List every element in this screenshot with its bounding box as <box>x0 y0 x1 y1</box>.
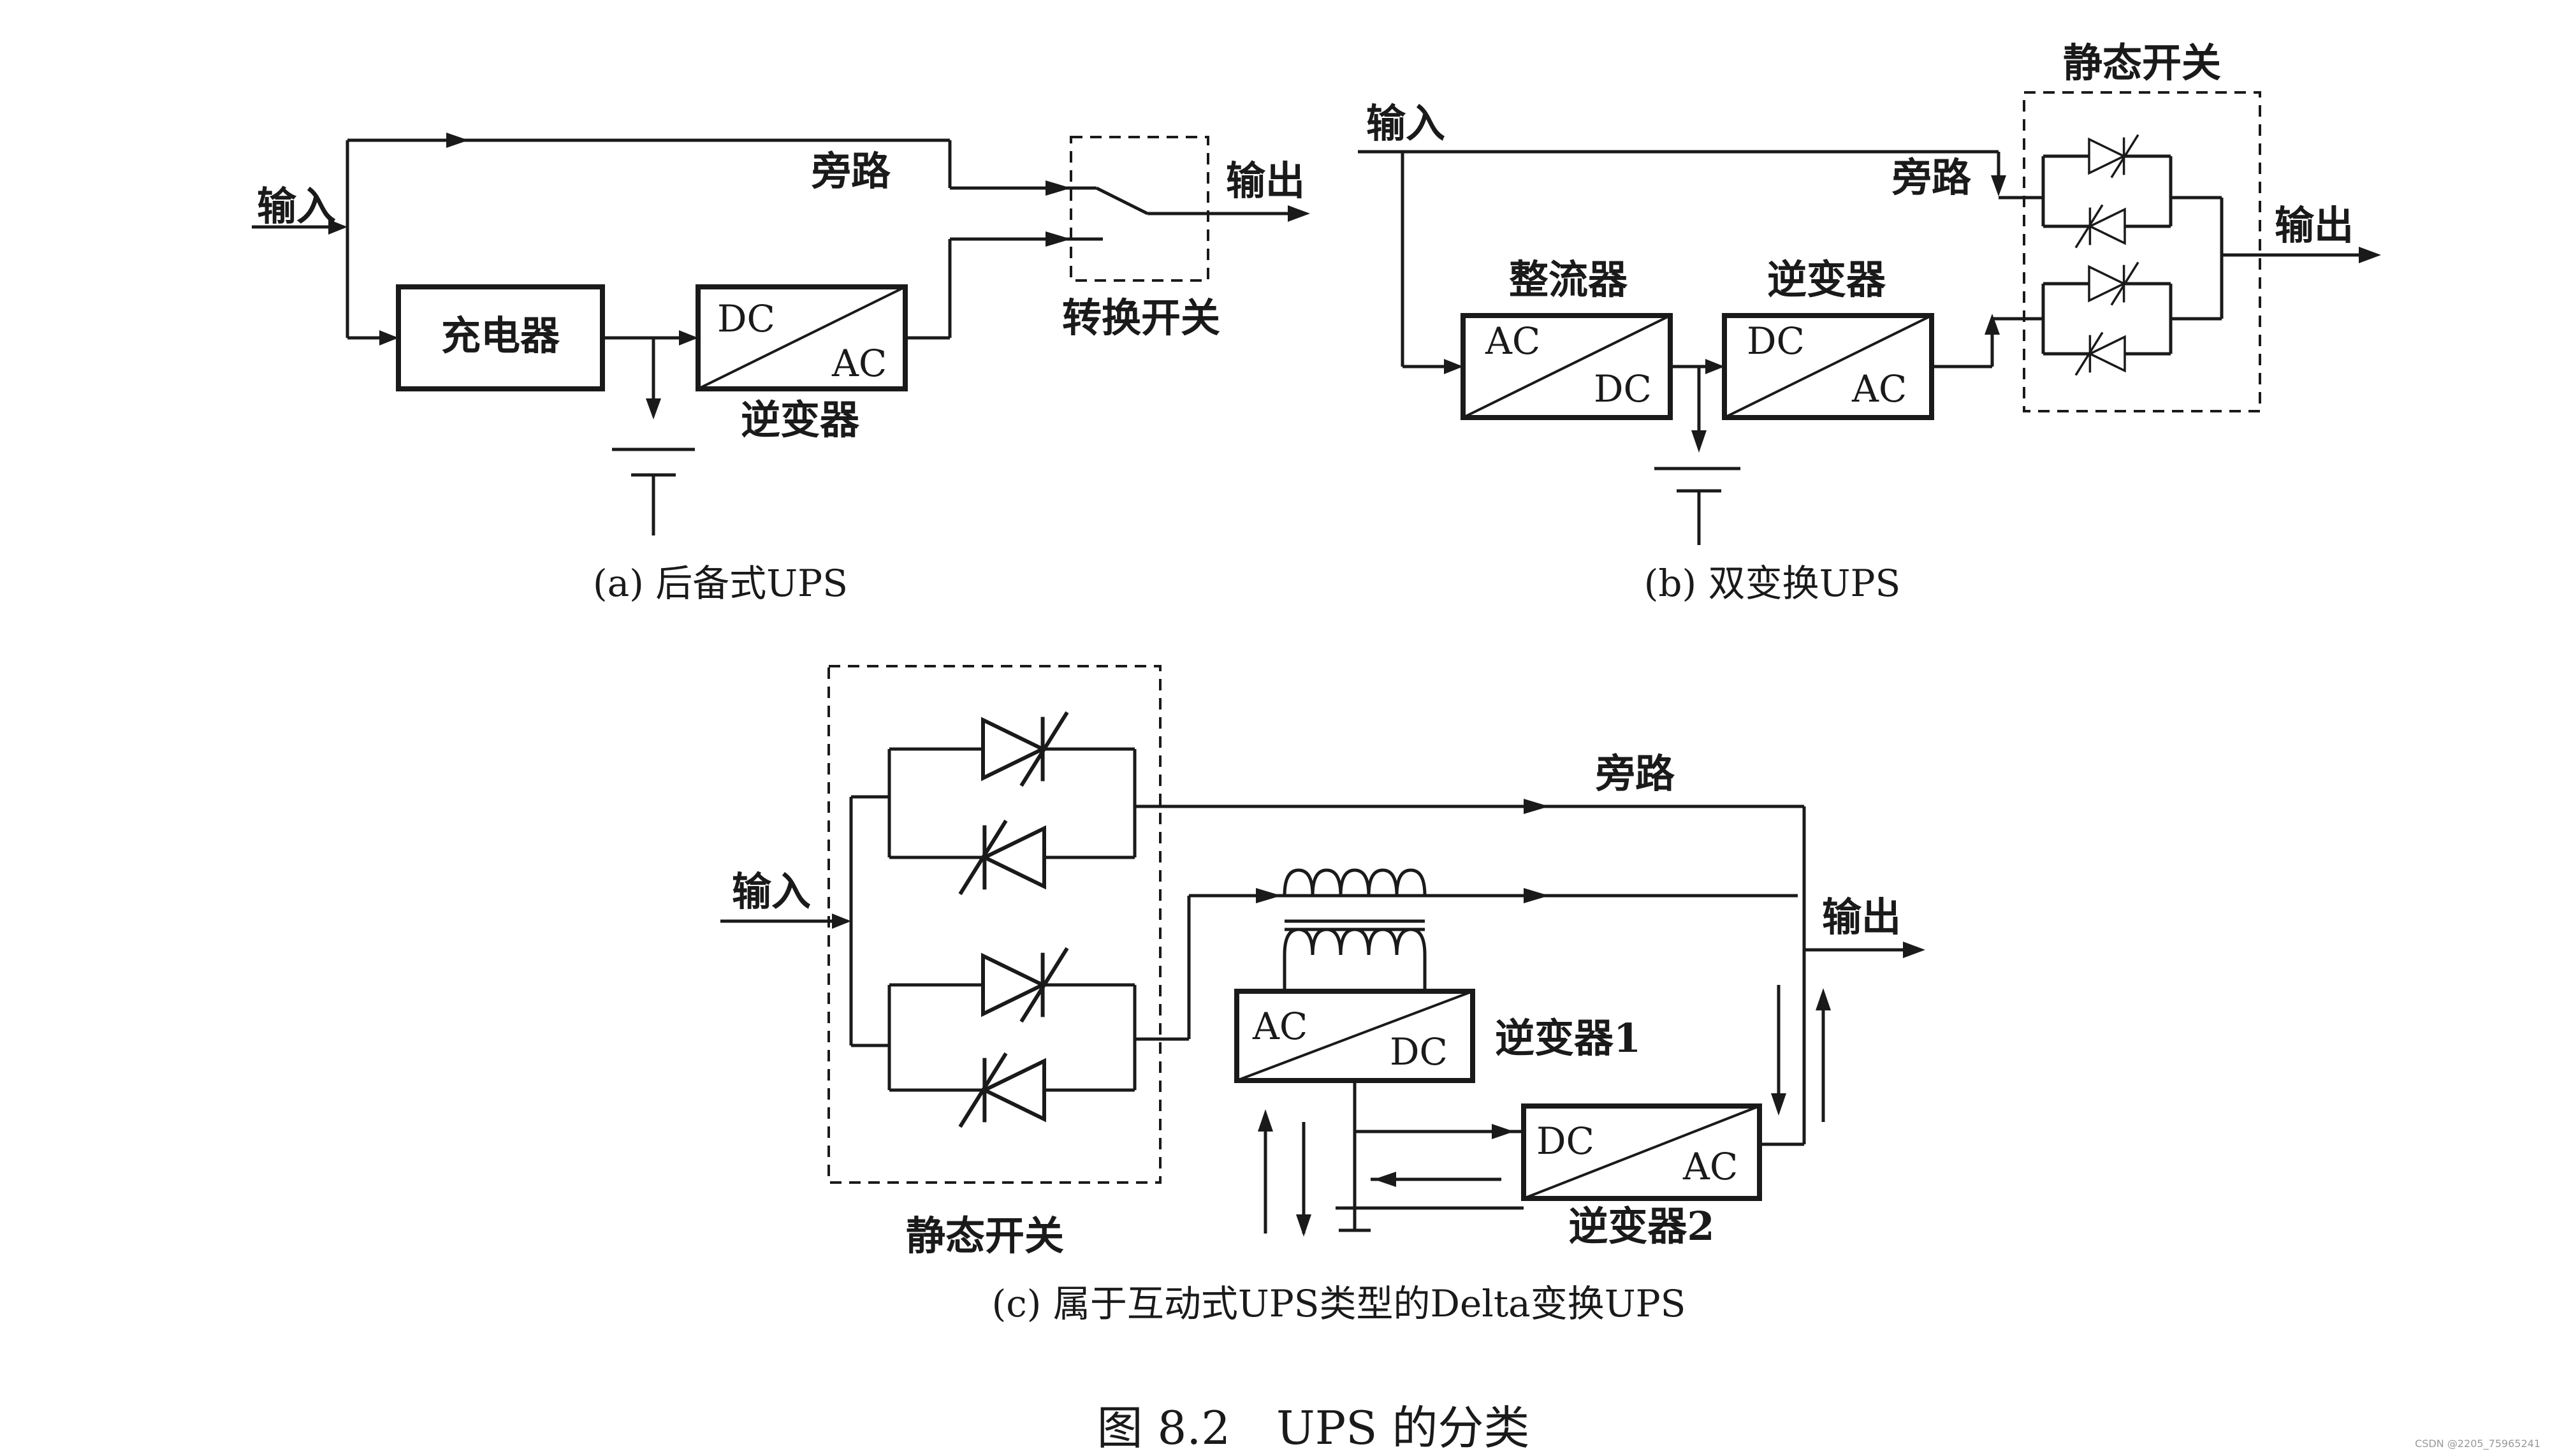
inverter2-label: 逆变器2 <box>1568 1203 1714 1249</box>
output-a-label: 输出 <box>1226 157 1305 204</box>
inverter-b-dc-label: DC <box>1747 319 1805 363</box>
diagram-b: AC DC 整流器 DC AC 逆变器 <box>1358 40 2381 605</box>
inverter-a-dc-label: DC <box>717 297 775 340</box>
charger-box <box>396 284 605 391</box>
input-b-label: 输入 <box>1366 100 1445 147</box>
caption-a: (a) 后备式UPS <box>593 562 848 605</box>
watermark: CSDN @2205_75965241 <box>2415 1438 2540 1450</box>
charger-label: 充电器 <box>441 312 560 359</box>
diagram-a: 充电器 DC AC 逆变器 旁路 输出 转换开关 输入 (a) 后备式UPS <box>252 133 1310 605</box>
input-c-label: 输入 <box>732 868 811 915</box>
static-switch-b-box <box>2023 91 2261 412</box>
static-switch-b-label: 静态开关 <box>2063 40 2221 86</box>
inverter1-dc-label: DC <box>1390 1030 1448 1074</box>
rectifier-dc-label: DC <box>1594 367 1652 411</box>
inverter-a-label: 逆变器 <box>741 397 860 443</box>
output-c-label: 输出 <box>1822 894 1901 940</box>
transformer-primary <box>1283 868 1427 896</box>
inverter1-label: 逆变器1 <box>1495 1015 1641 1061</box>
inverter1-ac-label: AC <box>1252 1005 1308 1048</box>
static-switch-c-box <box>827 665 1162 1184</box>
inverter-b-ac-label: AC <box>1851 367 1907 411</box>
transfer-switch-box <box>1070 136 1209 282</box>
bypass-c-label: 旁路 <box>1595 750 1675 797</box>
rectifier-ac-label: AC <box>1485 319 1540 363</box>
bypass-a-label: 旁路 <box>811 148 891 194</box>
diagram-c: AC DC 逆变器1 DC AC 逆变器2 输入 <box>720 665 1925 1325</box>
inverter-b-label: 逆变器 <box>1767 256 1886 303</box>
transfer-switch-label: 转换开关 <box>1062 295 1220 341</box>
input-a-label: 输入 <box>257 183 336 229</box>
transformer-secondary <box>1283 928 1427 956</box>
bypass-b-label: 旁路 <box>1891 154 1972 201</box>
caption-c: (c) 属于互动式UPS类型的Delta变换UPS <box>992 1282 1686 1325</box>
output-b-label: 输出 <box>2275 202 2354 249</box>
inverter2-ac-label: AC <box>1682 1145 1738 1188</box>
caption-b: (b) 双变换UPS <box>1644 562 1900 605</box>
inverter2-dc-label: DC <box>1536 1119 1594 1163</box>
rectifier-label: 整流器 <box>1509 256 1628 303</box>
static-switch-c-label: 静态开关 <box>906 1212 1064 1259</box>
inverter-a-ac-label: AC <box>831 342 887 385</box>
figure-title: 图 8.2 UPS 的分类 <box>1097 1401 1530 1455</box>
